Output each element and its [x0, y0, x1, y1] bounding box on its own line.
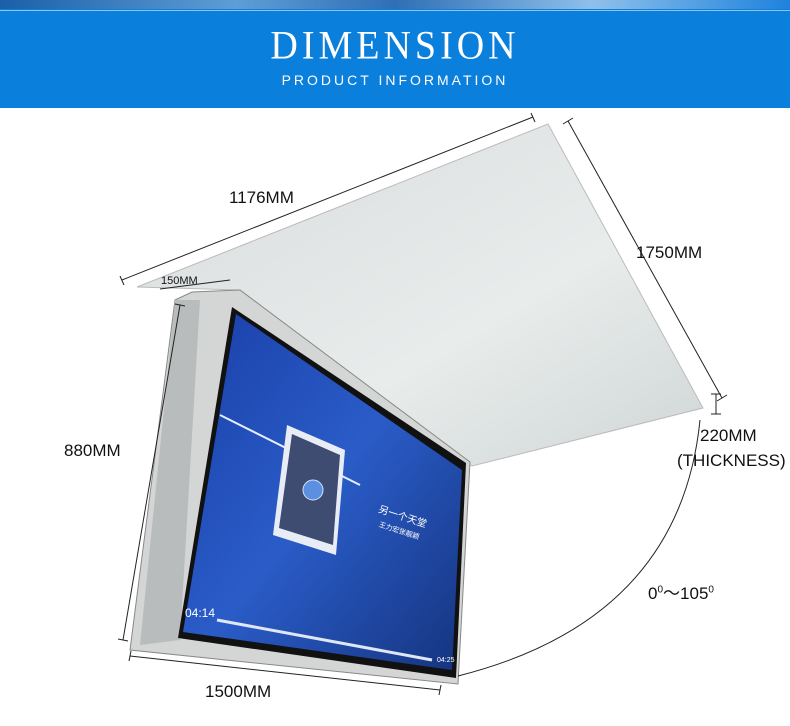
- panel-width-label: 1176MM: [229, 188, 294, 207]
- banner-photo-strip: [0, 0, 790, 9]
- progress-track: [216, 618, 433, 662]
- screen-width-dimension-line: [129, 655, 441, 691]
- height-dimension-line: [122, 304, 181, 641]
- page-title: DIMENSION: [270, 23, 520, 69]
- depth-dimension-line: [159, 279, 231, 290]
- thickness-label: (THICKNESS): [677, 451, 786, 470]
- rotation-label: 00～1050: [648, 579, 714, 604]
- screen-total-time: 04:25: [437, 657, 455, 664]
- width-dimension-line: [121, 116, 534, 281]
- header-banner: DIMENSION PRODUCT INFORMATION: [0, 0, 790, 108]
- rotation-separator: ～: [663, 584, 681, 603]
- frame-depth-label: 150MM: [161, 275, 198, 287]
- page-subtitle: PRODUCT INFORMATION: [281, 72, 509, 88]
- rotation-arc: [457, 419, 701, 677]
- thickness-value-label: 220MM: [700, 426, 757, 445]
- dimension-lines: [117, 112, 728, 696]
- frame-side: [140, 300, 200, 645]
- rotation-end: 105: [680, 584, 709, 603]
- screen-elapsed-time: 04:14: [185, 606, 216, 620]
- music-note-icon: [302, 479, 324, 501]
- degree-sup: 0: [657, 584, 664, 596]
- banner-divider: [0, 10, 790, 11]
- panel-length-label: 1750MM: [636, 243, 703, 262]
- degree-sup: 0: [708, 584, 714, 596]
- ceiling-panel: [136, 123, 704, 467]
- screen-height-label: 880MM: [64, 441, 121, 460]
- rotation-start: 0: [648, 584, 658, 603]
- length-dimension-line: [567, 120, 723, 399]
- screen-width-label: 1500MM: [205, 682, 272, 701]
